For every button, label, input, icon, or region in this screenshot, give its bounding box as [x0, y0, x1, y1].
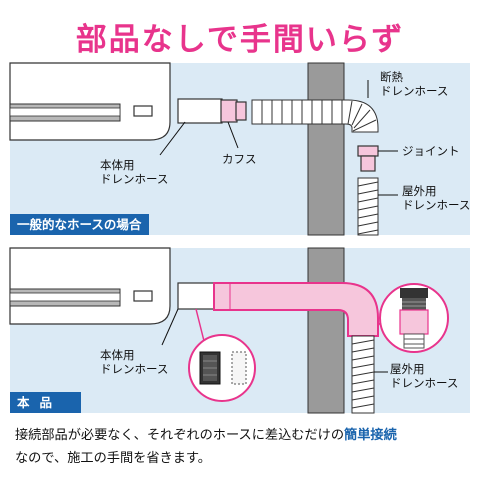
- zoom-circle-outdoor-connection: [379, 283, 449, 353]
- label-outdoor-hose-bottom-line1: 屋外用: [390, 362, 425, 376]
- label-unit-hose-top-line2: ドレンホース: [100, 172, 169, 186]
- label-unit-hose-bottom-line2: ドレンホース: [100, 362, 169, 376]
- badge-general-hose: 一般的なホースの場合: [10, 214, 150, 235]
- label-unit-hose-bottom-line1: 本体用: [100, 348, 135, 362]
- label-unit-hose-bottom: 本体用 ドレンホース: [100, 348, 168, 376]
- label-insulated-hose: 断熱 ドレンホース: [380, 70, 448, 98]
- unit-drain-hose-top: [177, 98, 223, 124]
- joint-part: [357, 145, 379, 172]
- wall-top: [307, 62, 345, 236]
- label-insulated-hose-line2: ドレンホース: [380, 84, 449, 98]
- outdoor-drain-hose-top: [357, 177, 379, 236]
- label-outdoor-hose-bottom-line2: ドレンホース: [390, 376, 459, 390]
- label-outdoor-hose-bottom: 屋外用 ドレンホース: [390, 362, 458, 390]
- label-insulated-hose-line1: 断熱: [380, 70, 403, 84]
- ac-unit-bottom: [9, 247, 171, 325]
- ac-unit-top: [9, 62, 171, 141]
- page-title: 部品なしで手間いらず: [75, 22, 405, 58]
- label-joint: ジョイント: [402, 144, 460, 158]
- caption-highlight: 簡単接続: [344, 428, 397, 443]
- unit-drain-hose-bottom: [177, 282, 217, 310]
- label-outdoor-hose-top: 屋外用 ドレンホース: [402, 184, 470, 212]
- caption-line1-text: 接続部品が必要なく、それぞれのホースに差込むだけの: [15, 428, 345, 443]
- product-elbow-hose: [213, 282, 379, 337]
- caption-line2: なので、施工の手間を省きます。: [15, 451, 211, 466]
- label-outdoor-hose-top-line1: 屋外用: [402, 184, 437, 198]
- wall-bottom: [307, 247, 345, 414]
- label-unit-hose-top: 本体用 ドレンホース: [100, 158, 168, 186]
- label-outdoor-hose-top-line2: ドレンホース: [402, 198, 471, 212]
- label-cuffs: カフス: [222, 152, 257, 166]
- label-unit-hose-top-line1: 本体用: [100, 158, 135, 172]
- caption: 接続部品が必要なく、それぞれのホースに差込むだけの簡単接続 なので、施工の手間を…: [15, 424, 475, 470]
- caption-line1: 接続部品が必要なく、それぞれのホースに差込むだけの簡単接続: [15, 424, 475, 447]
- outdoor-drain-hose-bottom: [351, 335, 375, 414]
- zoom-circle-unit-connection: [188, 334, 256, 402]
- insulated-drain-hose: [251, 99, 379, 133]
- cuffs-part: [220, 99, 247, 123]
- badge-this-product: 本品: [10, 392, 81, 413]
